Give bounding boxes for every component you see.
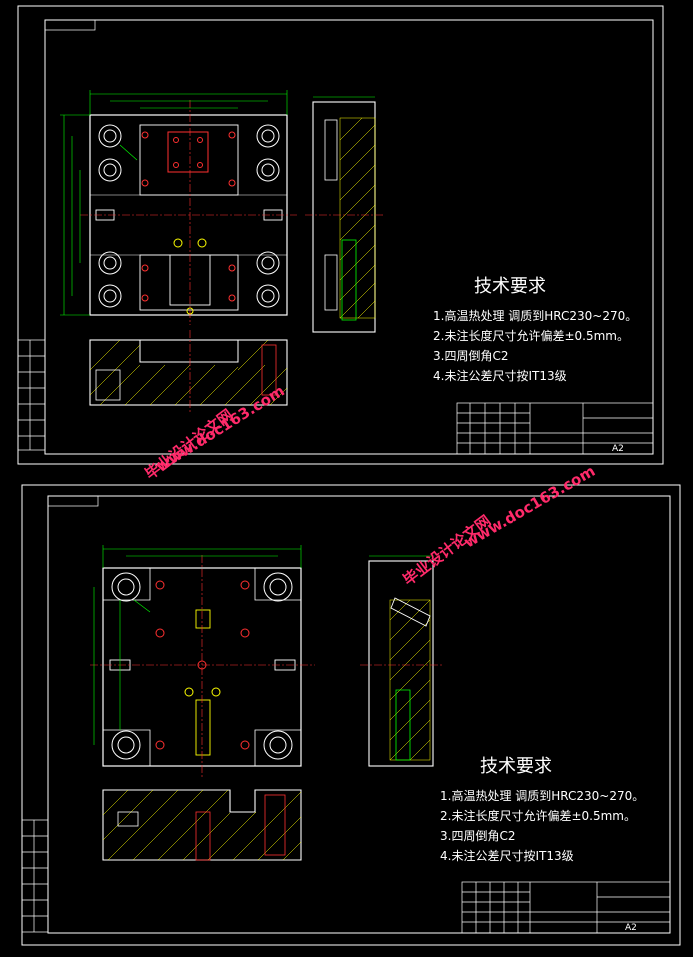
watermark-4: www.doc163.com: [461, 462, 598, 552]
side-groove-top: [324, 119, 338, 181]
side-groove-bottom: [324, 254, 338, 311]
notes-title: 技术要求: [480, 756, 552, 777]
note-1: 1.高温热处理 调质到HRC230~270。: [440, 788, 644, 803]
sheet-1-outer-border: [17, 5, 664, 465]
section-bore-right: [264, 794, 286, 856]
side-insert: [341, 239, 357, 321]
sheet-1-side-view: [305, 96, 385, 333]
guide-bores: [98, 124, 280, 308]
sheet-2-side-strip: [21, 819, 49, 933]
side-outline: [312, 101, 376, 333]
side-outline: [368, 560, 434, 767]
section-hatch: [102, 789, 302, 861]
note-2: 2.未注长度尺寸允许偏差±0.5mm。: [433, 328, 629, 343]
lower-pocket: [139, 254, 239, 311]
runner-slot: [195, 699, 211, 756]
sheet-2-outer-border: [21, 484, 681, 946]
note-4: 4.未注公差尺寸按IT13级: [440, 848, 574, 863]
guide-bores: [111, 572, 293, 760]
watermark-3: 毕业设计论文网: [400, 512, 495, 590]
watermark-url: www.doc163.com: [461, 462, 598, 552]
section-bore-left: [117, 811, 139, 827]
sheet-1-title-block: [456, 402, 654, 455]
sheet-1: 技术要求 1.高温热处理 调质到HRC230~270。 2.未注长度尺寸允许偏差…: [17, 5, 664, 465]
section-bore-left: [95, 369, 121, 401]
note-4: 4.未注公差尺寸按IT13级: [433, 368, 567, 383]
side-hatch: [339, 117, 376, 319]
watermark-url: www.doc163.com: [153, 382, 288, 476]
dimension-lines: [60, 90, 288, 316]
sheet-2: 技术要求 1.高温热处理 调质到HRC230~270。 2.未注长度尺寸允许偏差…: [21, 484, 681, 946]
side-angled-pin: [390, 597, 431, 627]
ejector-slot: [195, 609, 211, 629]
note-3: 3.四周倒角C2: [440, 829, 515, 843]
sheet-1-top-view: [60, 90, 297, 325]
note-1: 1.高温热处理 调质到HRC230~270。: [433, 308, 637, 323]
sheet-2-size: A2: [625, 923, 637, 933]
sheet-2-section-view: [102, 789, 302, 861]
ejector-holes: [184, 687, 221, 697]
insert-pocket: [167, 131, 209, 173]
sheet-2-technical-notes: 技术要求 1.高温热处理 调质到HRC230~270。 2.未注长度尺寸允许偏差…: [440, 756, 644, 863]
section-profile: [89, 339, 288, 406]
side-insert-profile: [395, 689, 411, 761]
sheet-1-section-view: [89, 330, 288, 412]
sheet-2-inner-border: [47, 495, 671, 934]
side-hatch-area: [339, 117, 376, 319]
cross-profile: [102, 567, 302, 767]
note-3: 3.四周倒角C2: [433, 349, 508, 363]
center-pocket: [139, 124, 239, 196]
sheet-2-side-view: [360, 555, 442, 767]
watermark-2: www.doc163.com: [153, 382, 288, 476]
section-slot: [195, 811, 211, 861]
notes-title: 技术要求: [474, 276, 546, 297]
watermark-cn: 毕业设计论文网: [400, 512, 495, 590]
sheet-1-technical-notes: 技术要求 1.高温热处理 调质到HRC230~270。 2.未注长度尺寸允许偏差…: [433, 276, 637, 383]
section-bore-right: [261, 344, 277, 396]
sheet-1-inner-border: [44, 19, 654, 455]
sheet-2-title-block: [461, 881, 671, 934]
sheet-2-corner-tag: [47, 495, 99, 507]
section-profile: [102, 789, 302, 861]
sheet-1-side-strip: [17, 339, 46, 451]
note-2: 2.未注长度尺寸允许偏差±0.5mm。: [440, 808, 636, 823]
dimension-lines: [93, 545, 302, 745]
sheet-1-corner-tag: [44, 19, 96, 31]
sheet-1-size: A2: [612, 444, 624, 454]
sheet-2-top-view: [90, 545, 315, 778]
screw-holes: [141, 131, 236, 302]
